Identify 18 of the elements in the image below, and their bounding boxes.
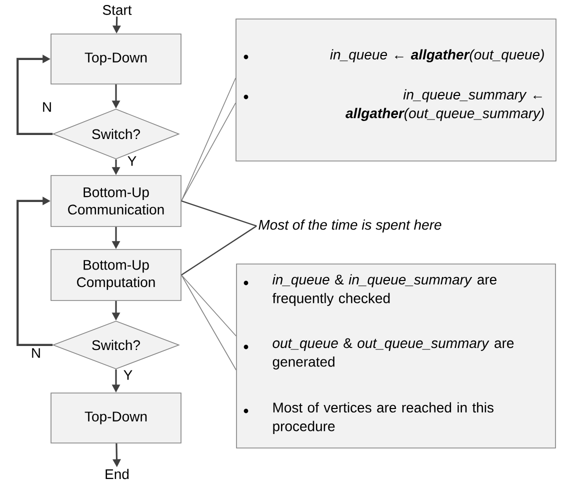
edge-label: N: [32, 348, 40, 358]
callout-pointer: [181, 78, 236, 202]
leader-line: [181, 200, 257, 227]
flow-label: End: [106, 468, 129, 480]
process-box: Top-Down: [50, 392, 182, 444]
callout-pointer: [181, 274, 236, 370]
callout-box: in_queue & in_queue_summary are frequently checked out_queue & out_queue_summary are generated Most of vertices are reached in this procedure: [236, 264, 556, 448]
process-box: Bottom-Up Communication: [50, 175, 182, 227]
callout-box: in_queue ← allgather(out_queue) in_queue_summary ← allgather(out_queue_summary): [236, 18, 556, 162]
process-box: Bottom-Up Computation: [50, 249, 182, 301]
loop-arrow: [16, 54, 53, 136]
process-box: Top-Down: [50, 34, 182, 84]
edge-label: Y: [124, 370, 132, 380]
edge-label: N: [43, 102, 51, 112]
flow-label: Start: [102, 5, 132, 15]
loop-arrow: [16, 196, 53, 346]
callout-note: Most of the time is spent here: [258, 219, 442, 233]
leader-line: [181, 225, 257, 276]
